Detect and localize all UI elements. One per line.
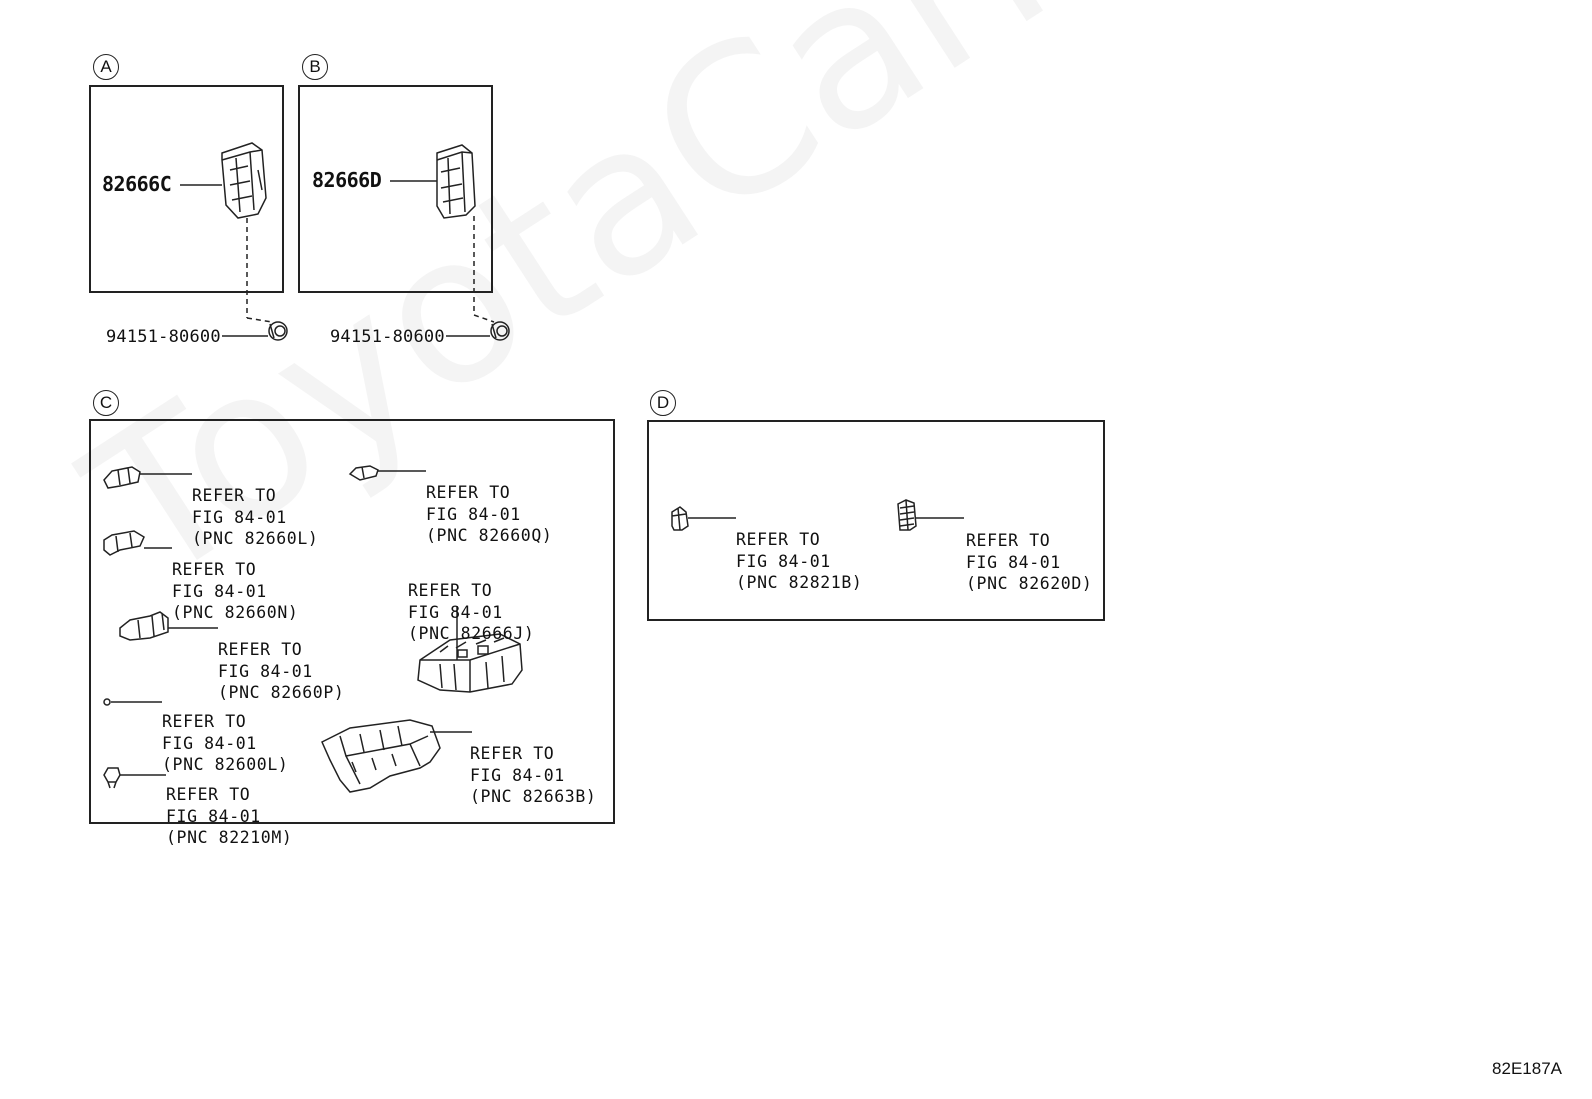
part-number-82666c: 82666C — [102, 172, 172, 196]
panel-a — [89, 85, 284, 293]
panel-a-badge: A — [93, 54, 119, 80]
part-number-clip-b: 94151-80600 — [330, 327, 445, 347]
part-82660p-drawing — [119, 611, 169, 641]
part-82660l-drawing — [103, 466, 141, 489]
panel-d — [647, 420, 1105, 621]
part-82620d-drawing — [897, 499, 917, 531]
part-number-clip-a: 94151-80600 — [106, 327, 221, 347]
part-82660q-drawing — [348, 465, 379, 481]
panel-d-badge: D — [650, 390, 676, 416]
panel-c — [89, 419, 615, 824]
housing-82663b-drawing — [321, 719, 441, 793]
panel-b-badge: B — [302, 54, 328, 80]
clip-a-drawing — [268, 321, 288, 341]
bracket-82666d-drawing — [436, 144, 476, 219]
panel-b — [298, 85, 493, 293]
part-82600l-drawing — [103, 698, 111, 706]
relay-block-82666j-drawing — [417, 633, 523, 693]
part-number-82666d: 82666D — [312, 168, 382, 192]
clip-b-drawing — [490, 321, 510, 341]
panel-c-badge: C — [93, 390, 119, 416]
part-82210m-drawing — [103, 767, 121, 789]
part-82660n-drawing — [103, 530, 145, 556]
part-82821b-drawing — [671, 506, 689, 531]
bracket-82666c-drawing — [221, 142, 267, 219]
diagram-code: 82E187A — [1492, 1059, 1562, 1078]
